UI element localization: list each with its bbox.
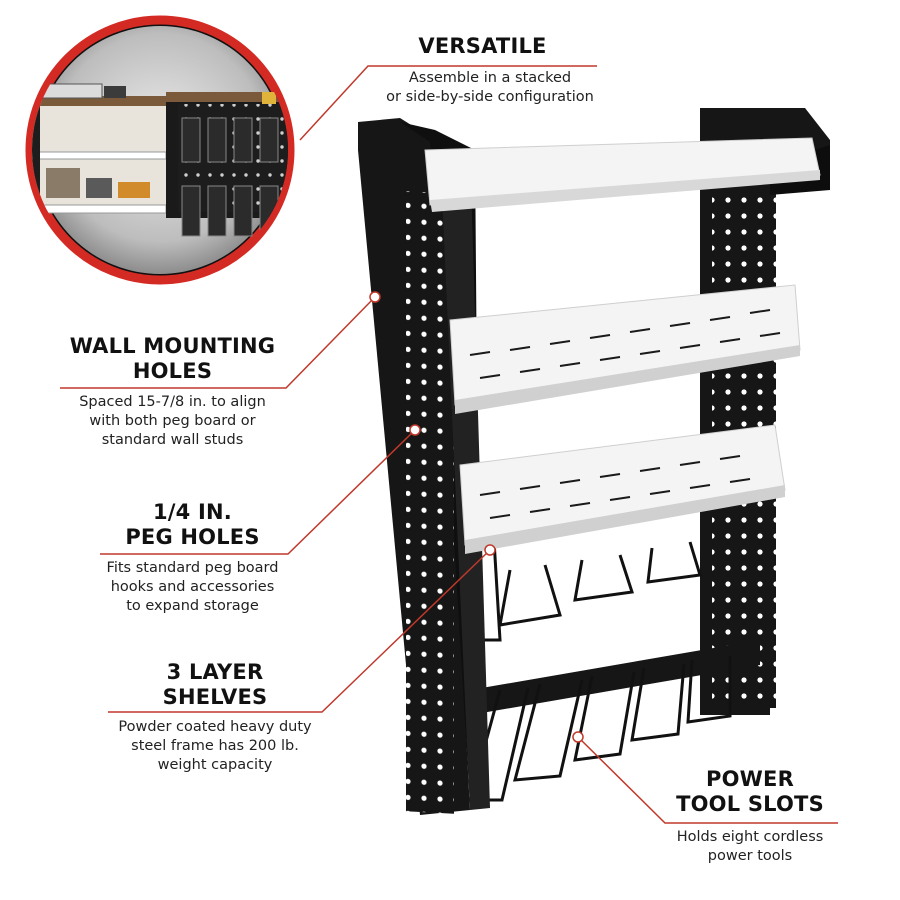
shelves-desc-line3: weight capacity: [157, 757, 273, 773]
wall-mounting-heading-line2: HOLES: [132, 359, 213, 383]
shelves-heading-line2: SHELVES: [162, 685, 268, 709]
versatile-desc-line1: Assemble in a stacked: [408, 70, 572, 86]
versatile-desc-line2: or side-by-side configuration: [386, 89, 594, 105]
wall-mounting-desc-line2: with both peg board or: [89, 413, 256, 429]
peg-holes-heading-line1: 1/4 IN.: [153, 500, 232, 524]
tool-slots-desc-line2: power tools: [707, 848, 793, 864]
wall-mounting-desc-line1: Spaced 15-7/8 in. to align: [79, 394, 266, 410]
wall-mounting-heading-line1: WALL MOUNTING: [69, 334, 276, 358]
inset-photo: [25, 15, 295, 285]
shelves-heading-line1: 3 LAYER: [166, 660, 264, 684]
tool-slots-heading-line1: POWER: [706, 767, 794, 791]
tool-slots-desc-line1: Holds eight cordless: [676, 829, 824, 845]
shelves-desc-line1: Powder coated heavy duty: [118, 719, 312, 735]
peg-holes-heading-line2: PEG HOLES: [125, 525, 260, 549]
callout-dots: [369, 291, 584, 743]
peg-holes-desc-line2: hooks and accessories: [110, 579, 275, 595]
tool-slots-heading-line2: TOOL SLOTS: [676, 792, 824, 816]
storage-rack: [358, 108, 830, 815]
peg-holes-desc-line3: to expand storage: [126, 598, 259, 614]
peg-holes-desc-line1: Fits standard peg board: [106, 560, 279, 576]
versatile-heading: VERSATILE: [418, 34, 547, 58]
shelves-desc-line2: steel frame has 200 lb.: [131, 738, 299, 754]
leader-lines: [60, 65, 838, 824]
wall-mounting-desc-line3: standard wall studs: [101, 432, 244, 448]
